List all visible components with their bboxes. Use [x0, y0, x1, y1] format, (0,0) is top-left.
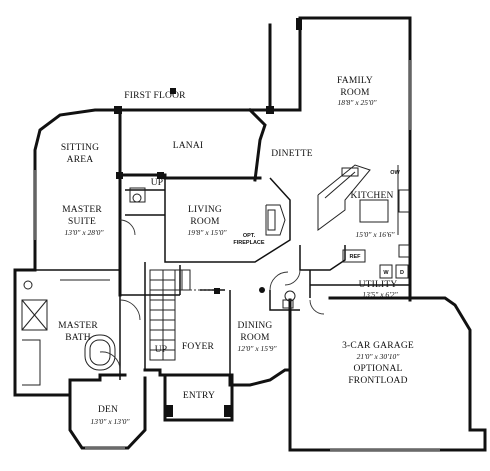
foyer-name: FOYER [182, 342, 215, 352]
floor-label: FIRST FLOOR [124, 91, 186, 101]
doors [99, 219, 325, 371]
washer-label: W [383, 270, 389, 276]
fireplace-label-1: OPT. [243, 233, 256, 239]
stair-up-label-2: UP [155, 345, 168, 355]
garage-name: 3-CAR GARAGE [342, 341, 414, 351]
kitchen-counters [317, 164, 410, 258]
dining-room-name-1: DINING [238, 321, 273, 331]
family-room-dims: 18'8" x 25'0" [337, 98, 377, 107]
kitchen-dims: 15'0" x 16'6" [355, 230, 395, 239]
master-suite-name-1: MASTER [62, 205, 102, 215]
fireplace-label-2: FIREPLACE [233, 240, 265, 246]
sitting-area-name-2: AREA [67, 155, 94, 165]
living-room-name-1: LIVING [188, 205, 222, 215]
sitting-area-name-1: SITTING [61, 143, 99, 153]
master-bath-name-1: MASTER [58, 321, 98, 331]
family-room-name-1: FAMILY [337, 76, 373, 86]
garage-note-1: OPTIONAL [353, 364, 402, 374]
master-suite-dims: 13'0" x 28'0" [64, 228, 104, 237]
living-room-name-2: ROOM [190, 217, 220, 227]
master-suite-name-2: SUITE [68, 217, 96, 227]
den-dims: 13'0" x 13'0" [90, 417, 130, 426]
garage-dims: 21'0" x 30'10" [357, 352, 401, 361]
master-bath-fixtures [21, 187, 146, 386]
laundry-appliances [342, 249, 409, 279]
stair-up-label-1: UP [151, 178, 164, 188]
powder-room-fixtures [282, 290, 296, 309]
staircase [149, 269, 222, 361]
entry-name: ENTRY [183, 391, 215, 401]
fireplace [265, 204, 286, 236]
refrigerator-label: REF [350, 254, 362, 260]
lanai-name: LANAI [173, 141, 204, 151]
garage-note-2: FRONTLOAD [348, 376, 407, 386]
utility-dims: 13'5" x 6'2" [362, 290, 398, 299]
living-room-dims: 19'8" x 15'0" [187, 228, 227, 237]
utility-name: UTILITY [359, 280, 398, 290]
dryer-label: D [400, 270, 404, 276]
kitchen-name: KITCHEN [350, 191, 393, 201]
dinette-name: DINETTE [271, 149, 313, 159]
dining-room-name-2: ROOM [240, 333, 270, 343]
windows [34, 60, 440, 451]
den-name: DEN [98, 405, 118, 415]
oven-label: OW [390, 170, 400, 176]
master-bath-name-2: BATH [65, 333, 91, 343]
family-room-name-2: ROOM [340, 88, 370, 98]
structural-posts [114, 18, 302, 417]
dining-room-dims: 12'0" x 15'9" [237, 344, 277, 353]
room-labels: FIRST FLOOR FAMILY ROOM 18'8" x 25'0" LA… [58, 76, 414, 426]
